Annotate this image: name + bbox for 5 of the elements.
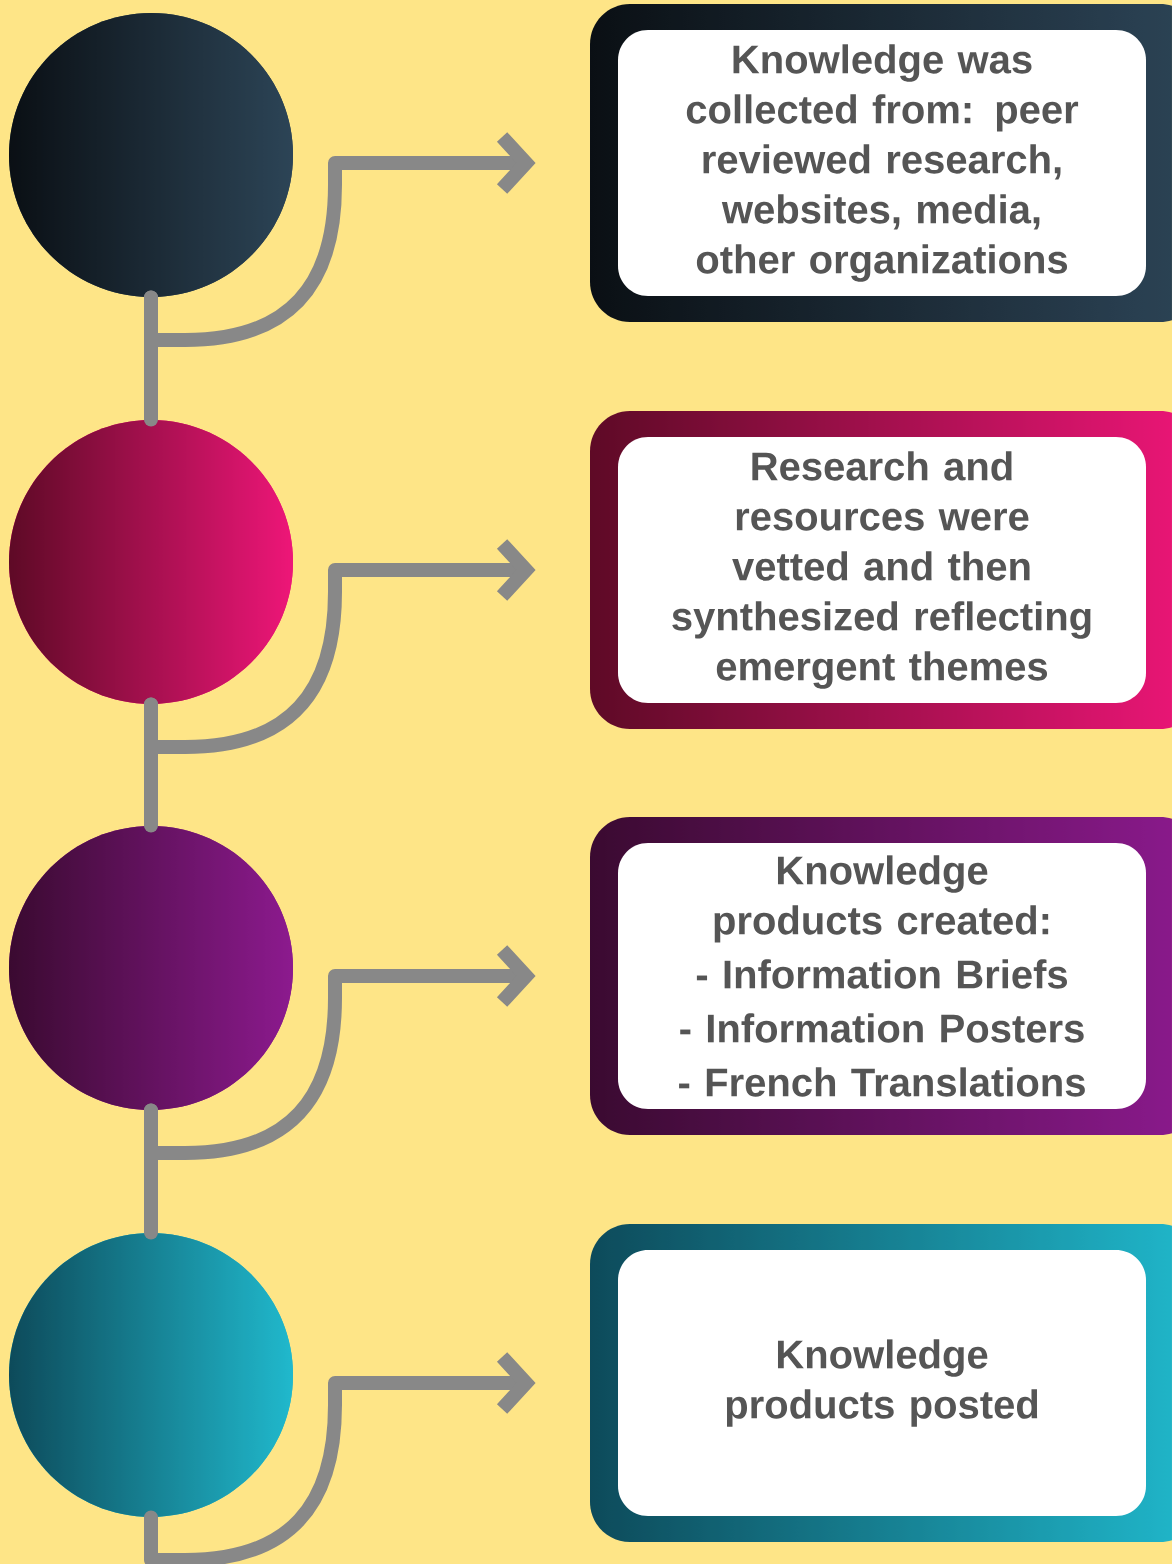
text-box: Knowledge products posted bbox=[618, 1250, 1146, 1516]
text-box: Research and resources were vetted and then synthesized reflecting emergent themes bbox=[618, 437, 1146, 703]
arrow bbox=[144, 1352, 536, 1564]
text-box: Knowledge was collected from: peer reviewed research, websites, media, other organizations bbox=[618, 30, 1146, 296]
text-box: Knowledge products created: - Information Briefs - Information Posters - French Translations bbox=[618, 843, 1146, 1109]
